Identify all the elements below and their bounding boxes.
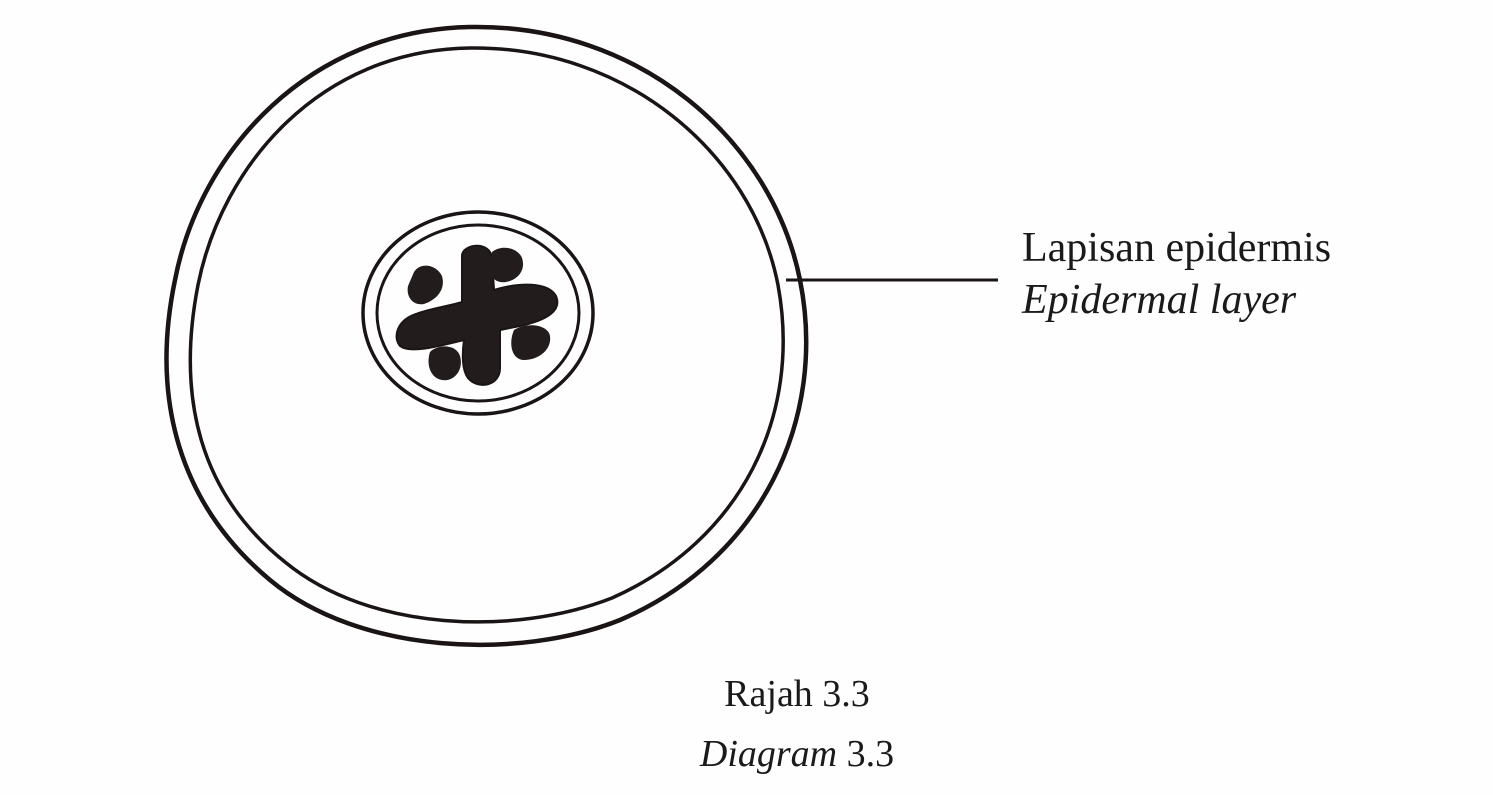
epidermis-outer-outline (164, 24, 809, 648)
caption-malay: Rajah 3.3 (724, 673, 870, 715)
phloem-patch-top-right (489, 247, 524, 283)
caption-english-number: 3.3 (846, 733, 895, 775)
phloem-patch-top-left (407, 265, 443, 305)
phloem-patch-bottom-left (428, 346, 461, 381)
xylem-cross (395, 244, 559, 386)
caption-english: Diagram 3.3 (600, 732, 994, 776)
label-malay: Lapisan epidermis (1022, 225, 1332, 271)
endodermis-outer-ring (361, 210, 595, 416)
label-english: Epidermal layer (1022, 277, 1297, 323)
caption-english-word: Diagram (699, 733, 838, 775)
phloem-patch-bottom-right (511, 325, 551, 360)
endodermis-inner-ring (375, 223, 581, 403)
epidermis-label: Lapisan epidermis Epidermal layer (1022, 222, 1331, 326)
epidermis-inner-outline (188, 46, 785, 624)
